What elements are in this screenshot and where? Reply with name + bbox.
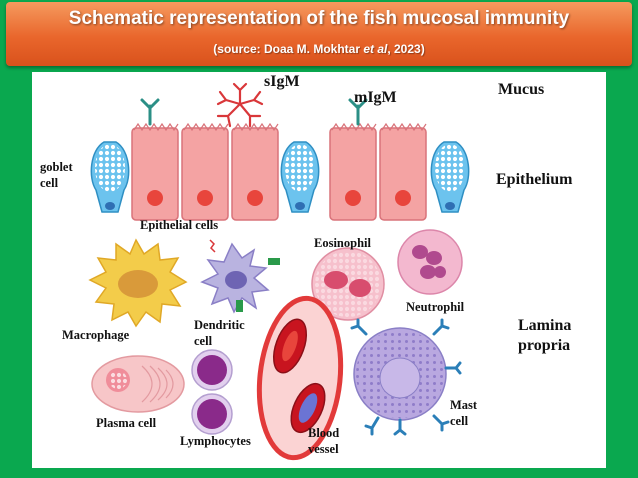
epithelial-cells-label: Epithelial cells [140,218,219,232]
source-prefix: (source: Doaa M. Mokhtar [213,42,364,56]
dendritic-cell-label-line2: cell [194,334,213,348]
lymphocytes-label: Lymphocytes [180,434,251,448]
diagram-panel: sIgM mIgM Mucus goblet cell Epithelium E… [32,72,606,468]
epithelial-cell [181,122,229,221]
dendritic-cell [200,239,280,314]
epithelial-cell [379,122,427,221]
goblet-cell-label-line1: goblet [40,160,73,174]
lamina-propria-label-line2: propria [518,337,571,354]
macrophage [88,238,188,328]
goblet-cell-label-line2: cell [40,176,59,190]
epithelial-cells [131,122,427,221]
source-citation: (source: Doaa M. Mokhtar et al, 2023) [6,42,632,56]
mast-cell-label-line2: cell [450,414,469,428]
blood-vessel [256,295,344,461]
mucus-label: Mucus [498,81,545,98]
plasma-cell [91,355,185,413]
sigm-label: sIgM [264,73,300,90]
sigm-pentamer [216,82,264,128]
macrophage-label: Macrophage [62,328,130,342]
lymphocyte [191,393,233,435]
goblet-cell [430,141,470,213]
title-banner: Schematic representation of the fish muc… [6,2,632,66]
neutrophil-label: Neutrophil [406,300,465,314]
migm-antibody [140,98,160,126]
migm-label: mIgM [354,89,397,106]
lamina-propria-label-line1: Lamina [518,317,572,334]
source-etal: et al [363,42,388,56]
neutrophil [397,229,463,295]
epithelial-cell [131,122,179,221]
mast-cell [350,318,462,436]
epithelial-cell [231,122,279,221]
mast-cell-label-line1: Mast [450,398,478,412]
lymphocyte [191,349,233,391]
dendritic-cell-label-line1: Dendritic [194,318,245,332]
source-suffix: , 2023) [387,42,425,56]
eosinophil [311,247,385,321]
migm-antibody [348,98,368,126]
epithelium-label: Epithelium [496,171,573,188]
immunity-diagram [88,82,470,461]
epithelial-cell [329,122,377,221]
goblet-cell [280,141,320,213]
blood-vessel-label-line2: vessel [308,442,339,456]
plasma-cell-label: Plasma cell [96,416,157,430]
blood-vessel-label-line1: Blood [308,426,340,440]
goblet-cell [90,141,130,213]
slide-title: Schematic representation of the fish muc… [68,8,570,29]
eosinophil-label: Eosinophil [314,236,371,250]
